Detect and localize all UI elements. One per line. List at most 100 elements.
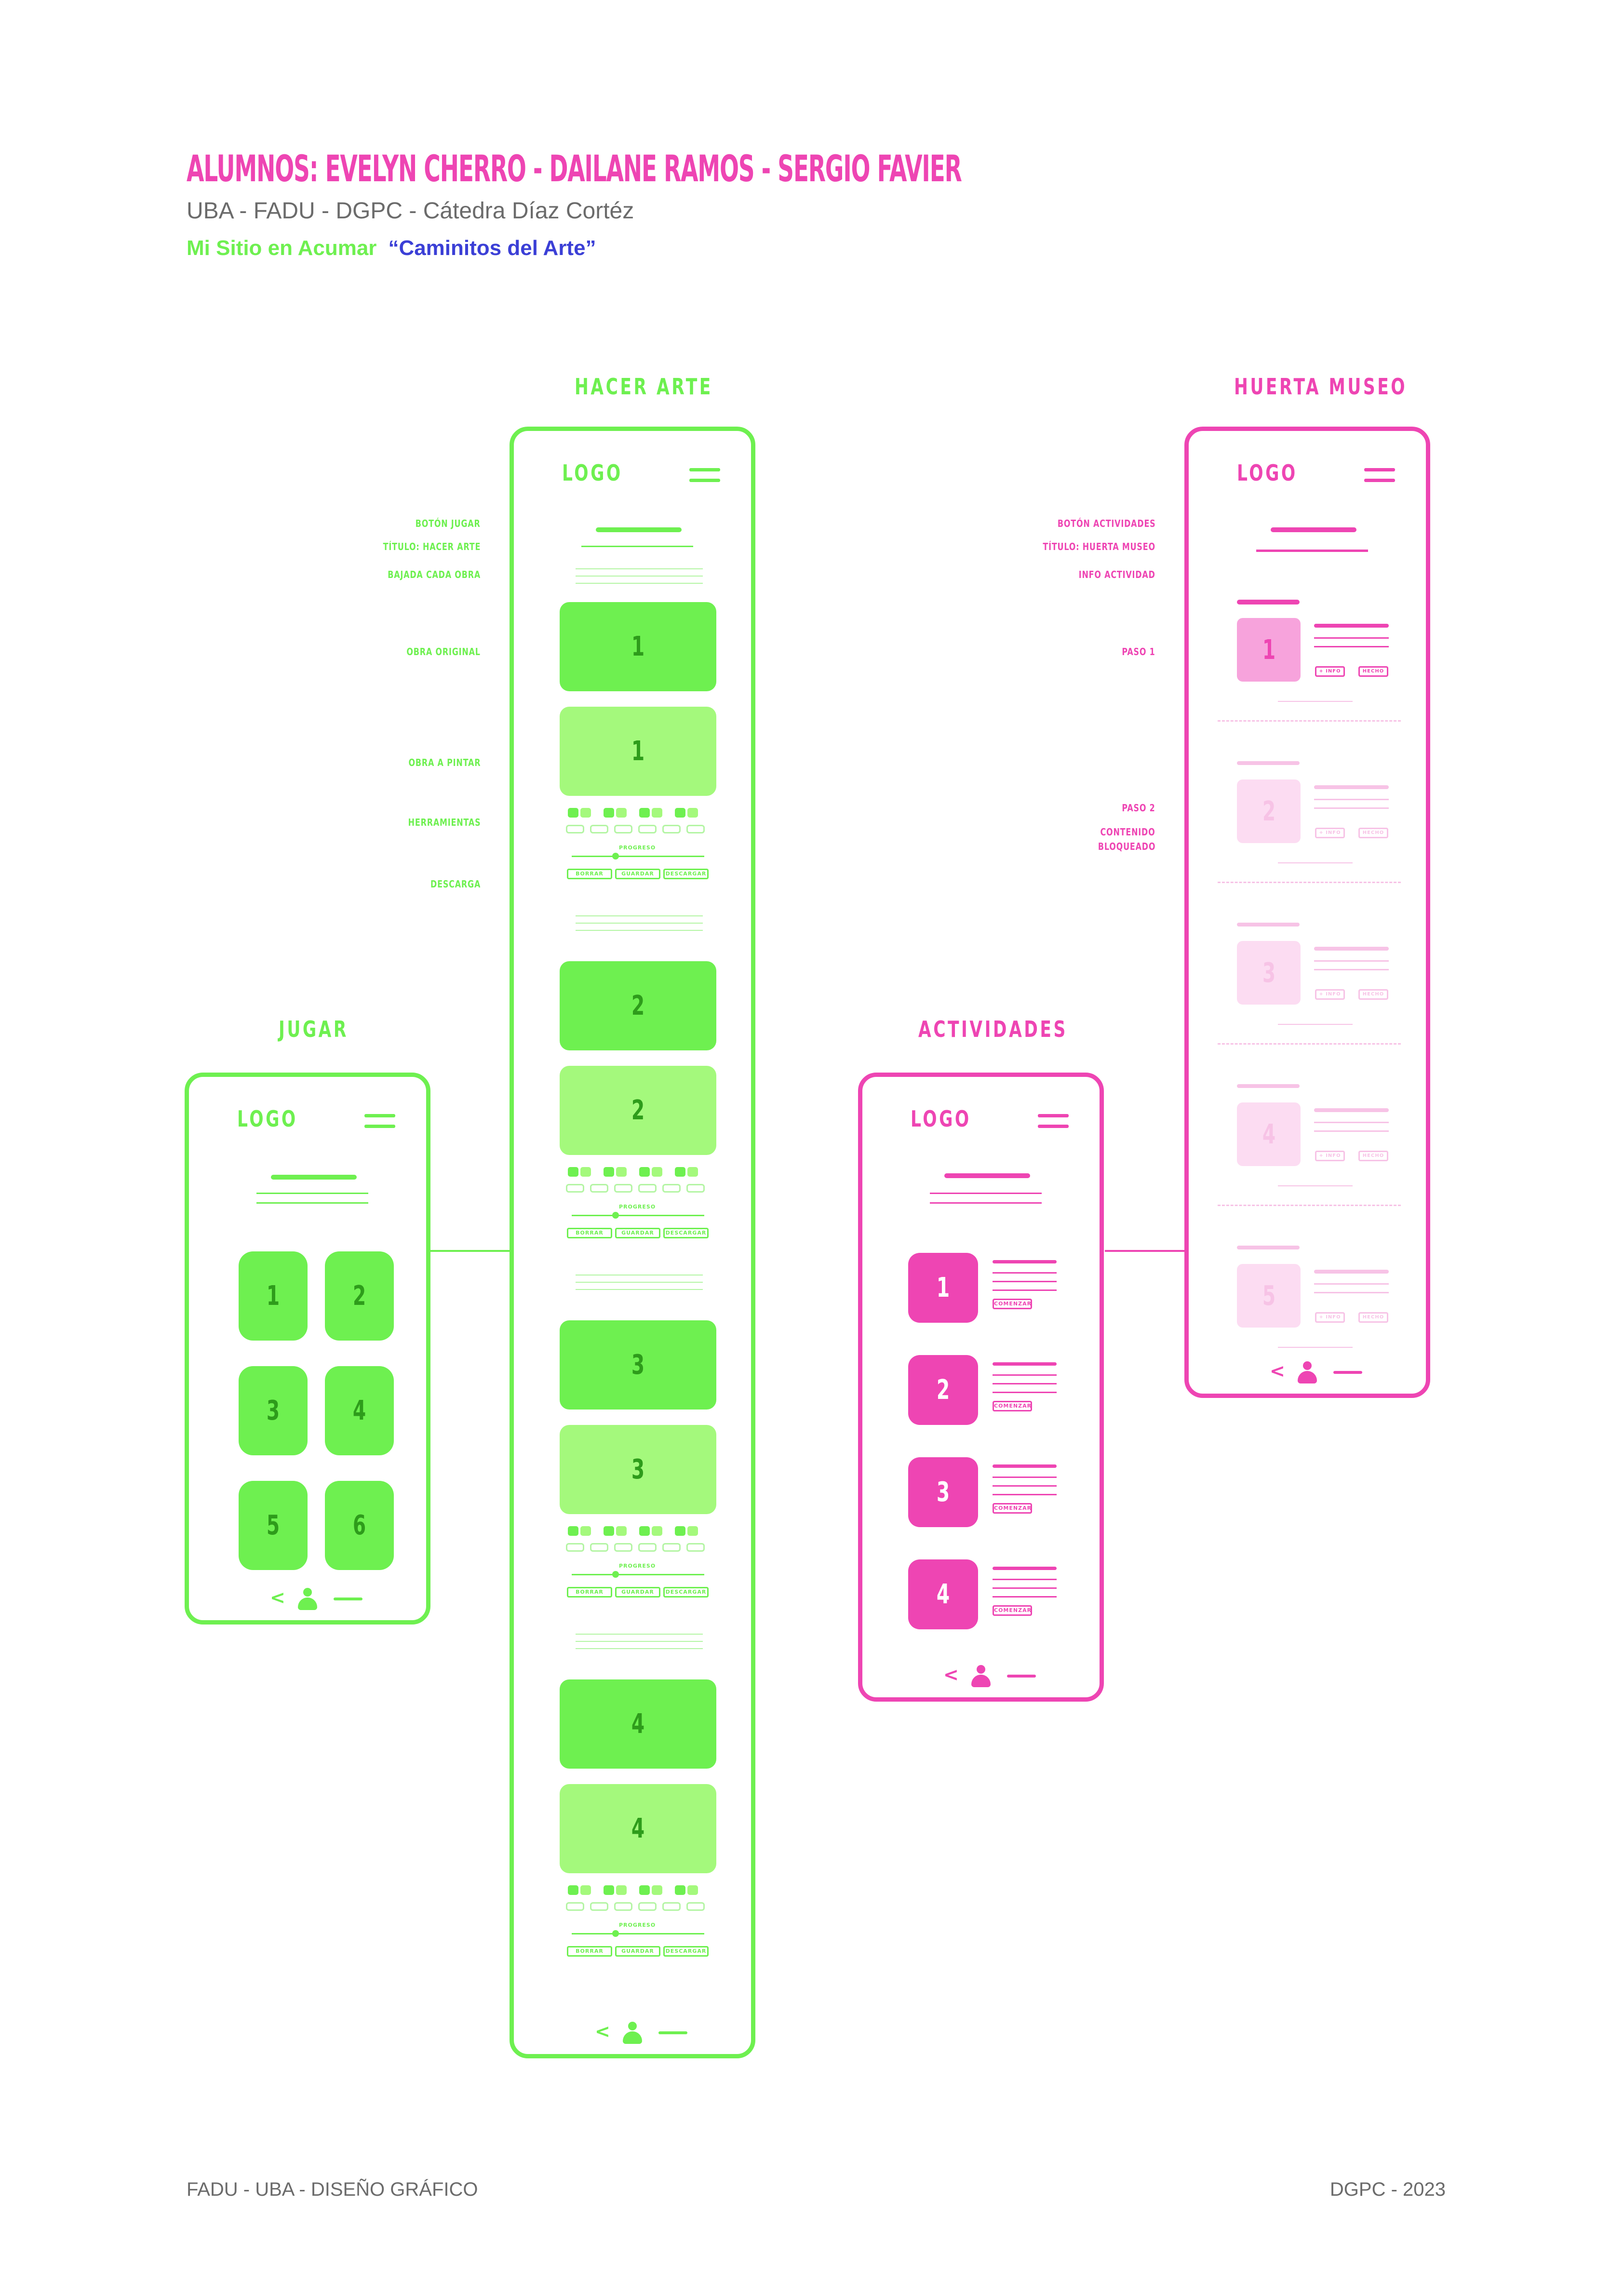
done-button[interactable]: HECHO <box>1358 666 1388 677</box>
obra-original-2[interactable]: 2 <box>560 961 716 1050</box>
tool-slot[interactable] <box>590 1543 608 1552</box>
game-tile-2[interactable]: 2 <box>325 1251 394 1341</box>
obra-original-1[interactable]: 1 <box>560 602 716 691</box>
tool-slot[interactable] <box>566 1902 584 1911</box>
activity-tile-2[interactable]: 2 <box>908 1355 978 1425</box>
tool-slot[interactable] <box>662 1543 681 1552</box>
game-tile-4[interactable]: 4 <box>325 1366 394 1455</box>
tool-slot[interactable] <box>566 1184 584 1193</box>
obra-original-3[interactable]: 3 <box>560 1320 716 1410</box>
tool-slot[interactable] <box>638 1902 657 1911</box>
progress-handle[interactable] <box>612 1930 619 1937</box>
person-icon[interactable] <box>971 1665 991 1687</box>
tool-slot[interactable] <box>590 1902 608 1911</box>
back-icon[interactable]: < <box>270 1587 285 1608</box>
tool-slot[interactable] <box>614 1543 632 1552</box>
color-swatch[interactable] <box>639 808 650 818</box>
obra-a-pintar-4[interactable]: 4 <box>560 1784 716 1873</box>
tool-slot[interactable] <box>662 1902 681 1911</box>
color-swatch[interactable] <box>616 1526 627 1536</box>
info-button[interactable]: + INFO <box>1315 666 1345 677</box>
color-swatch[interactable] <box>568 1167 578 1177</box>
button-descargar[interactable]: DESCARGAR <box>663 1228 709 1238</box>
color-swatch[interactable] <box>604 808 614 818</box>
comenzar-button[interactable]: COMENZAR <box>993 1401 1032 1411</box>
game-tile-1[interactable]: 1 <box>239 1251 308 1341</box>
color-swatch[interactable] <box>652 1526 662 1536</box>
color-swatch[interactable] <box>652 1167 662 1177</box>
hamburger-icon[interactable] <box>1038 1114 1069 1128</box>
button-descargar[interactable]: DESCARGAR <box>663 869 709 879</box>
person-icon[interactable] <box>298 1588 317 1610</box>
color-swatch[interactable] <box>580 808 591 818</box>
game-tile-3[interactable]: 3 <box>239 1366 308 1455</box>
hamburger-icon[interactable] <box>689 468 720 483</box>
color-swatch[interactable] <box>568 1885 578 1895</box>
color-swatch[interactable] <box>687 1885 698 1895</box>
color-swatch[interactable] <box>580 1885 591 1895</box>
hamburger-icon[interactable] <box>1364 468 1395 483</box>
tool-slot[interactable] <box>590 1184 608 1193</box>
back-icon[interactable]: < <box>1270 1360 1285 1382</box>
progress-handle[interactable] <box>612 1212 619 1219</box>
comenzar-button[interactable]: COMENZAR <box>993 1503 1032 1514</box>
color-swatch[interactable] <box>639 1526 650 1536</box>
game-tile-6[interactable]: 6 <box>325 1481 394 1570</box>
button-guardar[interactable]: GUARDAR <box>615 869 660 879</box>
play-button-bar[interactable] <box>596 527 682 532</box>
comenzar-button[interactable]: COMENZAR <box>993 1605 1032 1616</box>
tool-slot[interactable] <box>614 1902 632 1911</box>
tool-slot[interactable] <box>662 1184 681 1193</box>
button-guardar[interactable]: GUARDAR <box>615 1946 660 1957</box>
color-swatch[interactable] <box>604 1885 614 1895</box>
color-swatch[interactable] <box>616 1885 627 1895</box>
comenzar-button[interactable]: COMENZAR <box>993 1299 1032 1309</box>
color-swatch[interactable] <box>580 1167 591 1177</box>
tool-slot[interactable] <box>614 1184 632 1193</box>
button-guardar[interactable]: GUARDAR <box>615 1228 660 1238</box>
button-borrar[interactable]: BORRAR <box>567 1228 612 1238</box>
person-icon[interactable] <box>623 2022 642 2044</box>
color-swatch[interactable] <box>687 1167 698 1177</box>
obra-a-pintar-3[interactable]: 3 <box>560 1425 716 1514</box>
color-swatch[interactable] <box>675 1167 685 1177</box>
tool-slot[interactable] <box>638 1543 657 1552</box>
back-icon[interactable]: < <box>595 2021 610 2042</box>
color-swatch[interactable] <box>675 1526 685 1536</box>
tool-slot[interactable] <box>614 825 632 833</box>
progress-handle[interactable] <box>612 1571 619 1578</box>
button-borrar[interactable]: BORRAR <box>567 1587 612 1598</box>
color-swatch[interactable] <box>616 1167 627 1177</box>
button-borrar[interactable]: BORRAR <box>567 869 612 879</box>
tool-slot[interactable] <box>686 1184 705 1193</box>
color-swatch[interactable] <box>675 808 685 818</box>
step-tile-1[interactable]: 1 <box>1237 618 1301 682</box>
color-swatch[interactable] <box>675 1885 685 1895</box>
button-descargar[interactable]: DESCARGAR <box>663 1946 709 1957</box>
tool-slot[interactable] <box>686 825 705 833</box>
color-swatch[interactable] <box>616 808 627 818</box>
color-swatch[interactable] <box>580 1526 591 1536</box>
obra-a-pintar-1[interactable]: 1 <box>560 707 716 796</box>
activity-tile-1[interactable]: 1 <box>908 1253 978 1323</box>
progress-handle[interactable] <box>612 853 619 859</box>
color-swatch[interactable] <box>652 808 662 818</box>
color-swatch[interactable] <box>604 1526 614 1536</box>
button-guardar[interactable]: GUARDAR <box>615 1587 660 1598</box>
obra-a-pintar-2[interactable]: 2 <box>560 1066 716 1155</box>
color-swatch[interactable] <box>568 808 578 818</box>
tool-slot[interactable] <box>566 1543 584 1552</box>
tool-slot[interactable] <box>590 825 608 833</box>
color-swatch[interactable] <box>687 1526 698 1536</box>
tool-slot[interactable] <box>638 1184 657 1193</box>
activity-tile-4[interactable]: 4 <box>908 1559 978 1629</box>
tool-slot[interactable] <box>686 1902 705 1911</box>
hamburger-icon[interactable] <box>364 1114 395 1128</box>
button-descargar[interactable]: DESCARGAR <box>663 1587 709 1598</box>
tool-slot[interactable] <box>686 1543 705 1552</box>
button-borrar[interactable]: BORRAR <box>567 1946 612 1957</box>
color-swatch[interactable] <box>687 808 698 818</box>
tool-slot[interactable] <box>566 825 584 833</box>
color-swatch[interactable] <box>652 1885 662 1895</box>
activities-button-bar[interactable] <box>1271 527 1356 532</box>
